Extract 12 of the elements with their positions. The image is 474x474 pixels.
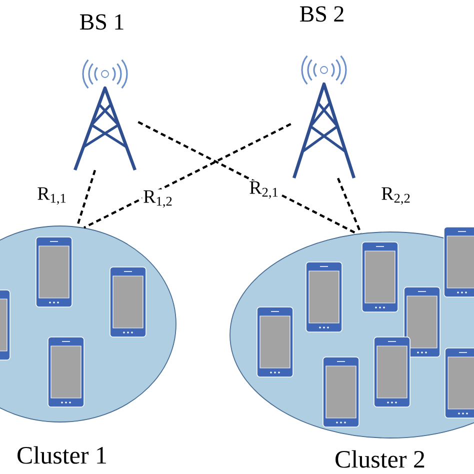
edge-label: R$_{1,2}$: [142, 189, 174, 209]
link-line: [76, 170, 96, 227]
link-line: [84, 123, 292, 229]
edge-label: R$_{2,1}$: [248, 180, 280, 200]
link-line: [138, 121, 358, 235]
heading: BS 1: [80, 14, 124, 30]
heading: Cluster 2: [336, 450, 424, 468]
edge-label: R$_{1,1}$: [36, 186, 68, 206]
link-line: [336, 178, 362, 234]
heading: BS 2: [300, 6, 344, 22]
heading: Cluster 1: [18, 446, 106, 464]
edge-label: R$_{2,2}$: [380, 186, 412, 206]
